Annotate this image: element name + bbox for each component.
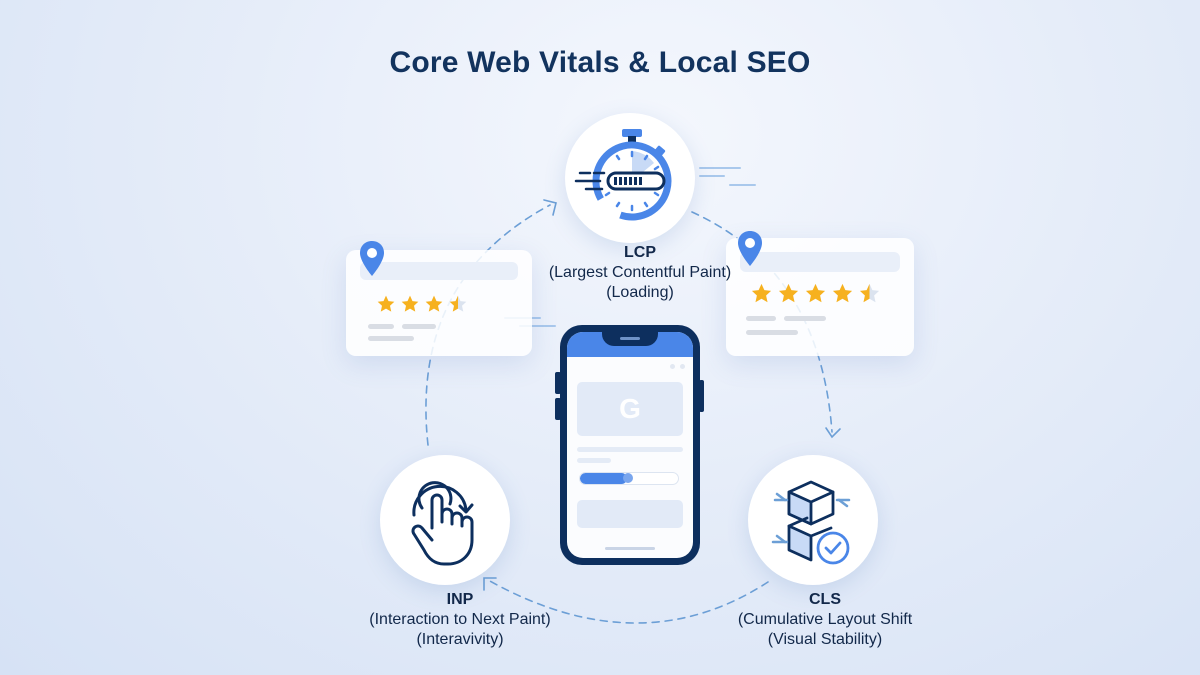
map-pin-icon: [738, 231, 762, 266]
star-icon: [401, 295, 419, 312]
text-placeholder-line: [577, 447, 683, 452]
inp-label: INP (Interaction to Next Paint) (Interav…: [340, 590, 580, 650]
star-icon: [751, 283, 772, 303]
text-placeholder-line: [402, 324, 436, 329]
metric-abbreviation: INP: [446, 591, 474, 608]
google-logo-block: G: [577, 382, 683, 436]
cls-icon-circle: [748, 455, 878, 585]
metric-full-name: (Interaction to Next Paint): [369, 611, 551, 628]
phone-side-button: [555, 372, 561, 394]
star-icon: [425, 295, 443, 312]
review-card-right: [726, 238, 914, 356]
lcp-label: LCP (Largest Contentful Paint) (Loading): [520, 243, 760, 303]
star-half-icon: [859, 283, 880, 303]
loading-progress-bar: [579, 472, 679, 485]
phone-dots: [670, 364, 685, 369]
cls-label: CLS (Cumulative Layout Shift (Visual Sta…: [705, 590, 945, 650]
home-indicator: [605, 547, 655, 550]
star-icon: [377, 295, 395, 312]
star-icon: [805, 283, 826, 303]
phone-side-button: [699, 380, 704, 412]
smartphone-icon: G: [560, 325, 700, 565]
stacked-cubes-check-icon: [771, 480, 851, 565]
stopwatch-icon: [574, 129, 672, 221]
star-half-icon: [449, 295, 467, 312]
text-placeholder-line: [577, 458, 611, 463]
phone-screen: G: [567, 332, 693, 558]
text-placeholder-line: [746, 316, 776, 321]
star-icon: [832, 283, 853, 303]
metric-full-name: (Largest Contentful Paint): [548, 264, 732, 281]
phone-notch: [602, 332, 658, 346]
page-title: Core Web Vitals & Local SEO: [389, 46, 811, 79]
lcp-icon-circle: [565, 113, 695, 243]
star-rating: [376, 294, 468, 314]
tap-hand-icon: [411, 481, 474, 566]
text-placeholder-line: [368, 324, 394, 329]
metric-category: (Visual Stability): [767, 631, 883, 648]
metric-category: (Interavivity): [416, 631, 504, 648]
metric-abbreviation: LCP: [624, 244, 656, 261]
text-placeholder-line: [368, 336, 414, 341]
star-rating: [750, 282, 881, 305]
star-icon: [778, 283, 799, 303]
metric-category: (Loading): [606, 284, 674, 301]
phone-side-button: [555, 398, 561, 420]
review-card-left: [346, 250, 532, 356]
metric-full-name: (Cumulative Layout Shift: [737, 611, 913, 628]
text-placeholder-line: [784, 316, 826, 321]
card-header-bar: [740, 252, 900, 272]
progress-fill: [580, 473, 628, 484]
text-placeholder-line: [746, 330, 798, 335]
map-pin-icon: [360, 241, 384, 276]
content-block: [577, 500, 683, 528]
inp-icon-circle: [380, 455, 510, 585]
progress-knob: [623, 473, 633, 483]
metric-abbreviation: CLS: [809, 591, 841, 608]
card-header-bar: [360, 262, 518, 280]
